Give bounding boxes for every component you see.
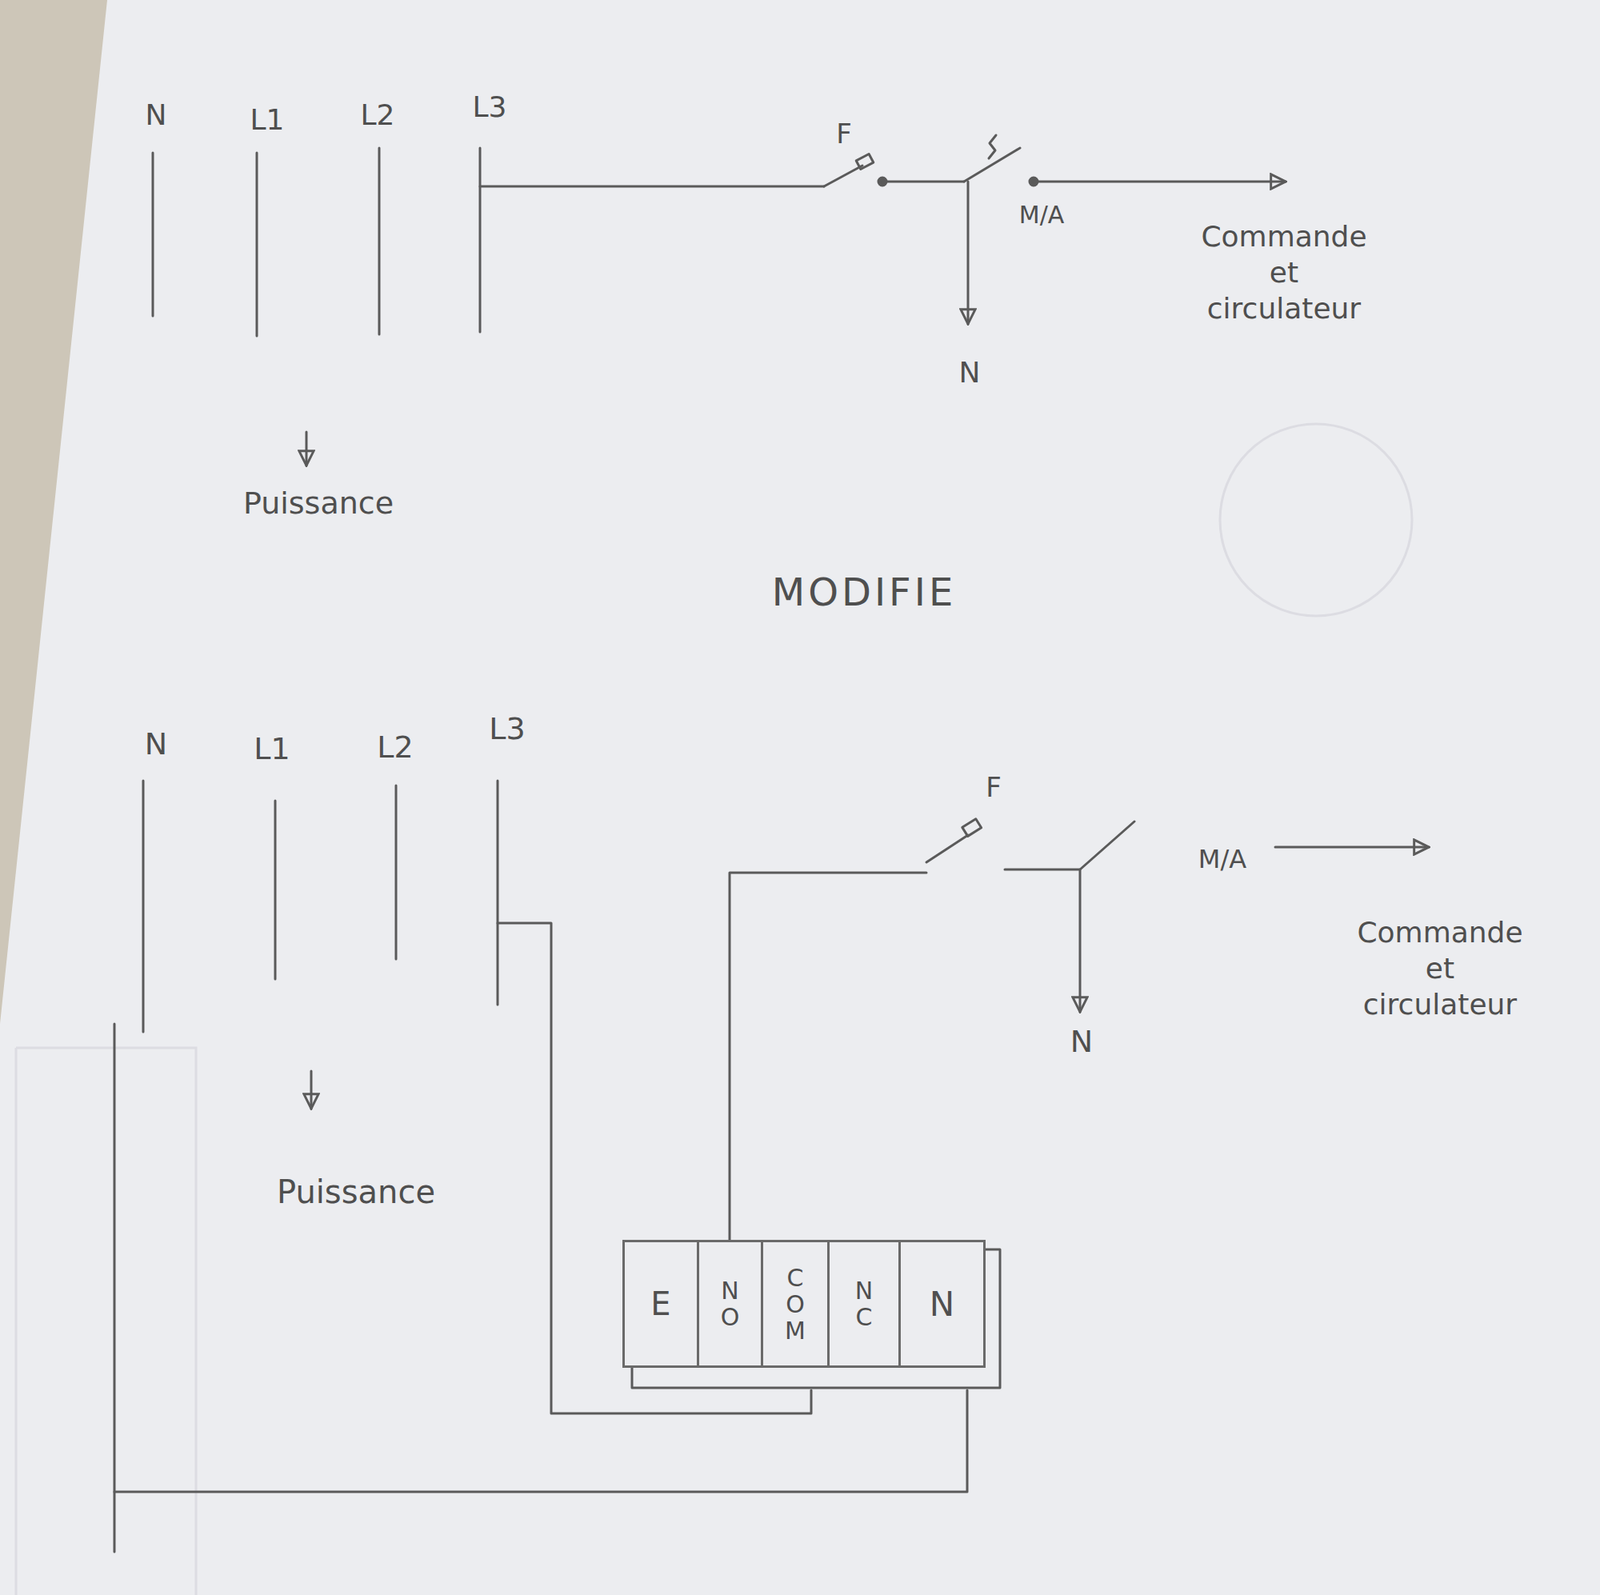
wires bbox=[114, 135, 1429, 1552]
wire-label: N bbox=[1070, 1025, 1093, 1060]
arrow bbox=[305, 432, 308, 466]
switch-blade bbox=[824, 165, 863, 187]
switch-knob bbox=[856, 153, 874, 169]
terminal-cell: N bbox=[898, 1240, 986, 1368]
arrow bbox=[1275, 846, 1429, 849]
terminal-name: COM bbox=[783, 1264, 808, 1344]
wire bbox=[480, 185, 824, 188]
wire-label: F bbox=[836, 119, 852, 149]
neutral-bus bbox=[142, 780, 145, 1032]
wire-label: Commande et circulateur bbox=[1200, 218, 1367, 327]
wire-label: L2 bbox=[376, 731, 413, 765]
phase-bus bbox=[378, 148, 381, 335]
arrow bbox=[1079, 869, 1082, 1012]
terminal-name: N bbox=[929, 1284, 955, 1324]
heading-note: MODIFIE bbox=[772, 571, 956, 614]
wire-label: L3 bbox=[472, 91, 508, 124]
wire-label: N bbox=[959, 356, 981, 389]
wire bbox=[729, 872, 927, 1240]
terminal-cell: NO bbox=[696, 1240, 764, 1368]
phase-bus bbox=[274, 800, 277, 980]
terminal-cell: COM bbox=[760, 1240, 830, 1368]
switch-knob bbox=[962, 819, 982, 837]
arrow bbox=[310, 1071, 313, 1109]
terminal-name: NO bbox=[718, 1277, 743, 1331]
phase-bus bbox=[395, 785, 398, 960]
wire-label: F bbox=[985, 772, 1002, 803]
wire-label: L2 bbox=[360, 99, 396, 132]
wire bbox=[114, 1390, 968, 1492]
terminal-cell: E bbox=[622, 1240, 700, 1368]
thermostat-symbol bbox=[988, 135, 996, 159]
wire bbox=[882, 180, 964, 184]
wire-label: Puissance bbox=[243, 487, 394, 521]
phase-bus bbox=[256, 152, 259, 336]
neutral-bus bbox=[152, 152, 155, 316]
wire-label: Puissance bbox=[276, 1174, 436, 1210]
wire-label: L1 bbox=[250, 104, 285, 136]
wire-label: Commande et circulateur bbox=[1356, 914, 1523, 1023]
wire-label: N bbox=[144, 728, 168, 762]
wire-label: M/A bbox=[1198, 845, 1247, 874]
switch-blade bbox=[1004, 821, 1135, 870]
arrow bbox=[1033, 180, 1286, 184]
terminal-cell: NC bbox=[827, 1240, 901, 1368]
show-through-lines bbox=[16, 424, 1412, 1595]
wire-label: N bbox=[145, 99, 168, 132]
neutral-bus bbox=[113, 1024, 116, 1552]
arrow bbox=[967, 181, 970, 324]
phase-bus bbox=[496, 780, 500, 1005]
wire-label: L1 bbox=[253, 732, 290, 767]
wire-label: L3 bbox=[488, 712, 525, 747]
wire-label: M/A bbox=[1019, 201, 1065, 228]
switch-blade bbox=[926, 835, 968, 863]
terminal-name: E bbox=[650, 1285, 671, 1323]
phase-bus bbox=[479, 148, 482, 332]
terminal-name: NC bbox=[852, 1277, 876, 1331]
